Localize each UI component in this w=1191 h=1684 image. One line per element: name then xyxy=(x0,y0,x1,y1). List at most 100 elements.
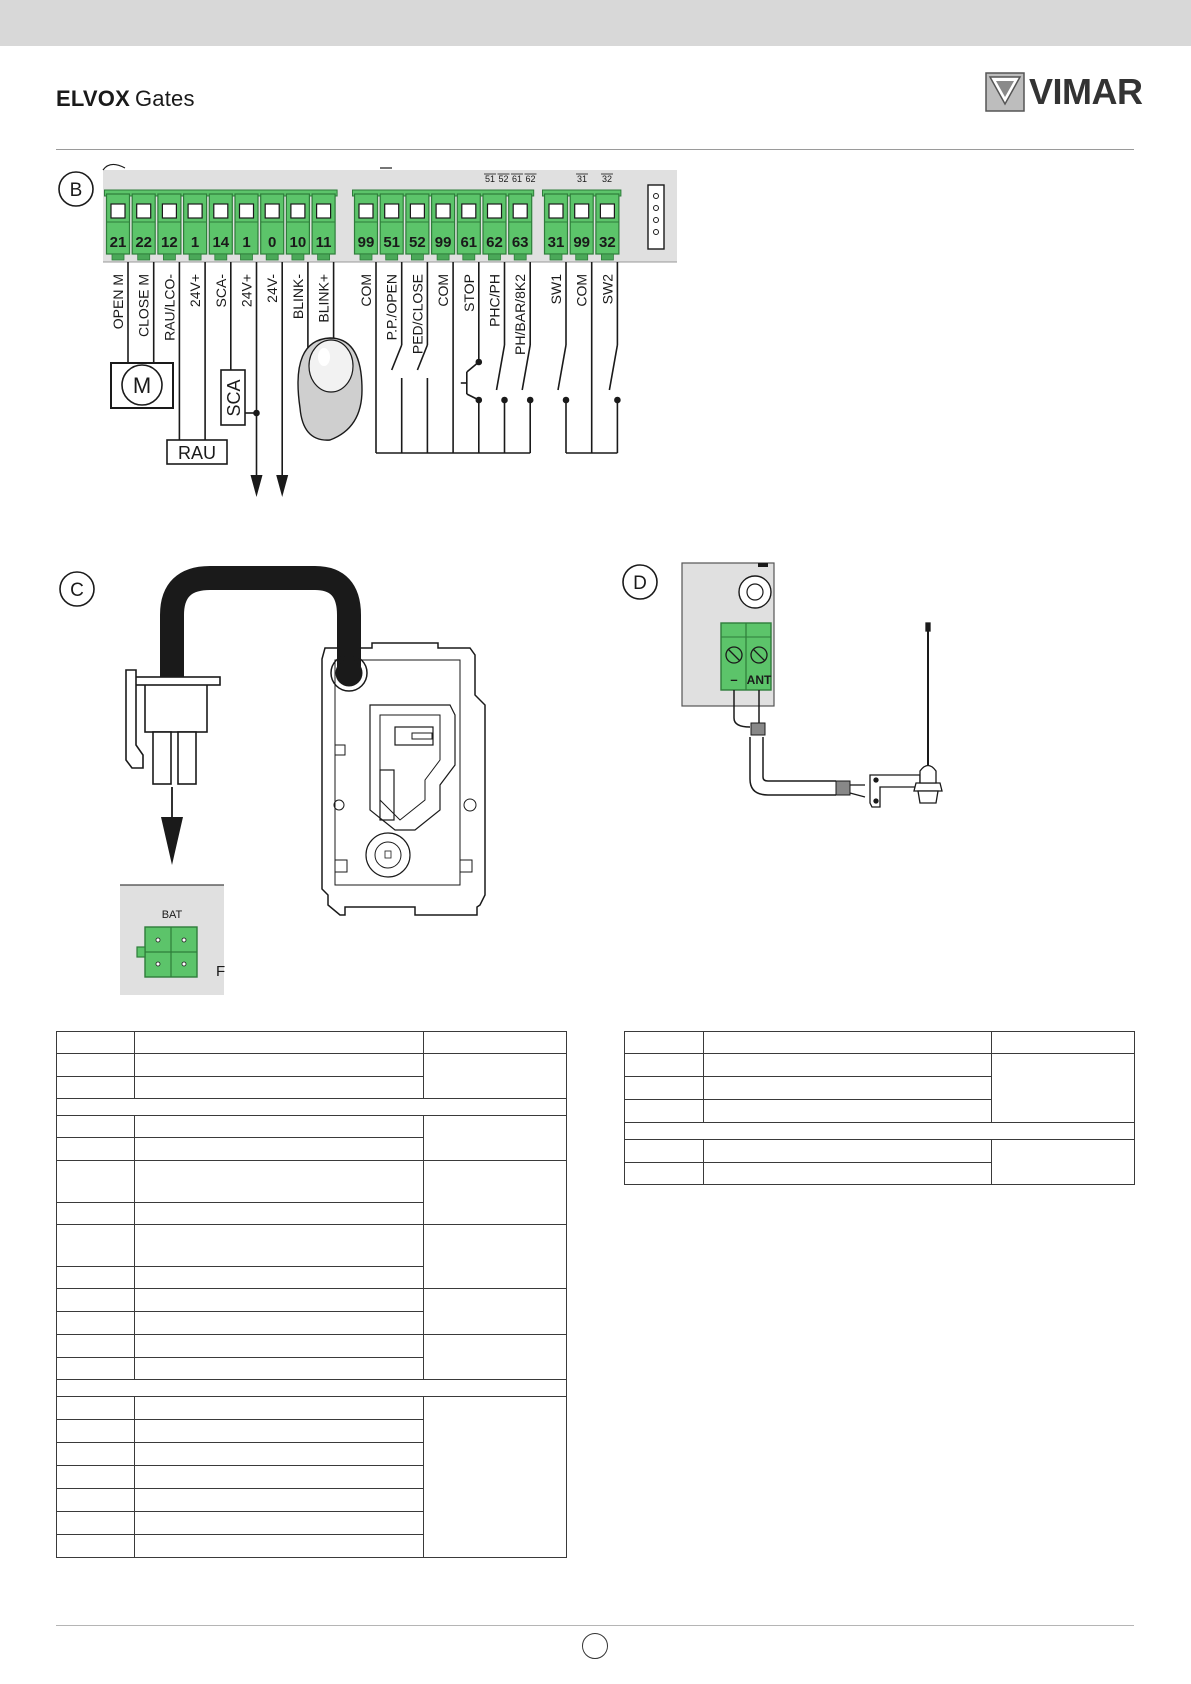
terminal-number: 99 xyxy=(358,234,375,251)
switch-contact xyxy=(416,344,429,371)
section-b-label: B xyxy=(70,180,83,201)
table-row xyxy=(56,1511,567,1535)
section-c-label: C xyxy=(70,580,84,601)
sca-box xyxy=(220,369,246,426)
table-row xyxy=(56,1396,567,1558)
battery-connector-icon xyxy=(120,884,224,995)
terminal-foot xyxy=(575,253,589,261)
terminal-foot xyxy=(513,253,527,261)
terminal-number: 99 xyxy=(573,234,590,251)
wire-label: 24V+ xyxy=(239,274,255,307)
antenna-icon xyxy=(869,622,943,808)
wire-label: PH/BAR/8K2 xyxy=(512,274,528,355)
top-header-bar xyxy=(0,0,1191,46)
blinker-lens xyxy=(308,339,354,393)
terminal-number: 51 xyxy=(383,234,400,251)
section-d-diagram: D – ANT xyxy=(622,562,943,808)
terminal-foot xyxy=(601,253,614,261)
connector-pin xyxy=(653,229,659,235)
switch-contact xyxy=(557,344,567,391)
terminal-screw xyxy=(409,203,425,219)
arrow-down-icon xyxy=(250,475,263,497)
wire-label: 24V- xyxy=(264,274,280,303)
table-section-row xyxy=(56,1098,567,1116)
table-row xyxy=(56,1202,567,1225)
wire-label: PHC/PH xyxy=(487,274,503,327)
terminal-foot xyxy=(111,253,125,261)
terminal-number: 10 xyxy=(290,234,307,251)
vimar-logo-icon xyxy=(985,72,1025,112)
wire-label: STOP xyxy=(461,274,477,312)
connector-pin xyxy=(653,193,659,199)
table-row xyxy=(56,1053,567,1099)
arrow-down-icon xyxy=(161,817,183,865)
table-row xyxy=(56,1419,567,1443)
bat-label: BAT xyxy=(162,909,183,921)
top-label: 52 xyxy=(498,174,508,184)
terminal-foot xyxy=(317,253,331,261)
terminal-foot xyxy=(410,253,424,261)
table-row xyxy=(56,1160,567,1225)
switch-contact xyxy=(495,344,506,391)
wire-label: COM xyxy=(435,274,451,307)
top-label: 32 xyxy=(602,174,612,184)
table-row xyxy=(56,1137,567,1161)
terminal-screw xyxy=(435,203,451,219)
table-row xyxy=(56,1442,567,1466)
wire-label: BLINK+ xyxy=(316,274,332,323)
wire-label: OPEN M xyxy=(110,274,126,329)
table-row xyxy=(56,1288,567,1335)
wire-label: SW2 xyxy=(599,274,615,305)
coax-cable xyxy=(733,690,866,798)
table-row xyxy=(56,1465,567,1489)
table-row xyxy=(624,1139,1135,1185)
wire-label: PED/CLOSE xyxy=(409,274,425,354)
wire-label: RAU/LCO- xyxy=(161,274,177,341)
terminal-screw xyxy=(599,203,616,219)
terminal-screw xyxy=(574,203,590,219)
terminal-number: 11 xyxy=(316,234,332,251)
terminal-foot xyxy=(436,253,450,261)
terminal-foot xyxy=(462,253,476,261)
header-rule xyxy=(56,149,1134,150)
terminal-number: 99 xyxy=(435,234,452,251)
table-row xyxy=(56,1076,567,1099)
wire-label: COM xyxy=(574,274,590,307)
wire-label: SW1 xyxy=(548,274,564,305)
terminal-foot xyxy=(291,253,305,261)
section-d-marker xyxy=(622,564,658,600)
terminal-screw xyxy=(264,203,280,219)
motor-icon xyxy=(121,364,163,406)
terminal-screw xyxy=(461,203,477,219)
terminal-screw xyxy=(136,203,152,219)
wire-label: SCA- xyxy=(213,274,229,308)
top-label: 62 xyxy=(525,174,535,184)
terminal-number: 21 xyxy=(110,234,127,251)
top-label: 61 xyxy=(512,174,522,184)
footer-rule xyxy=(56,1625,1134,1626)
section-d-label: D xyxy=(633,573,647,594)
table-row xyxy=(56,1031,567,1054)
terminal-number: 32 xyxy=(599,234,616,251)
connector-pin xyxy=(653,217,659,223)
table-row xyxy=(624,1162,1135,1185)
table-row xyxy=(56,1224,567,1289)
cable-connector-icon xyxy=(125,669,221,785)
sca-label: SCA xyxy=(224,379,244,416)
section-b-marker xyxy=(58,171,94,207)
terminal-foot xyxy=(162,253,176,261)
terminal-screw xyxy=(358,203,374,219)
left-table xyxy=(56,1031,567,1558)
terminal-screw xyxy=(548,203,564,219)
table-section-row xyxy=(56,1379,567,1397)
terminal-foot xyxy=(265,253,279,261)
blinker-highlight xyxy=(318,348,330,366)
wire-label: 24V+ xyxy=(187,274,203,307)
page-number-circle xyxy=(582,1633,608,1659)
table-row xyxy=(56,1334,567,1380)
terminal-foot xyxy=(214,253,228,261)
table-row xyxy=(624,1031,1135,1054)
right-table xyxy=(624,1031,1135,1185)
brand-light: Gates xyxy=(134,86,195,111)
switch-contact xyxy=(608,344,619,391)
